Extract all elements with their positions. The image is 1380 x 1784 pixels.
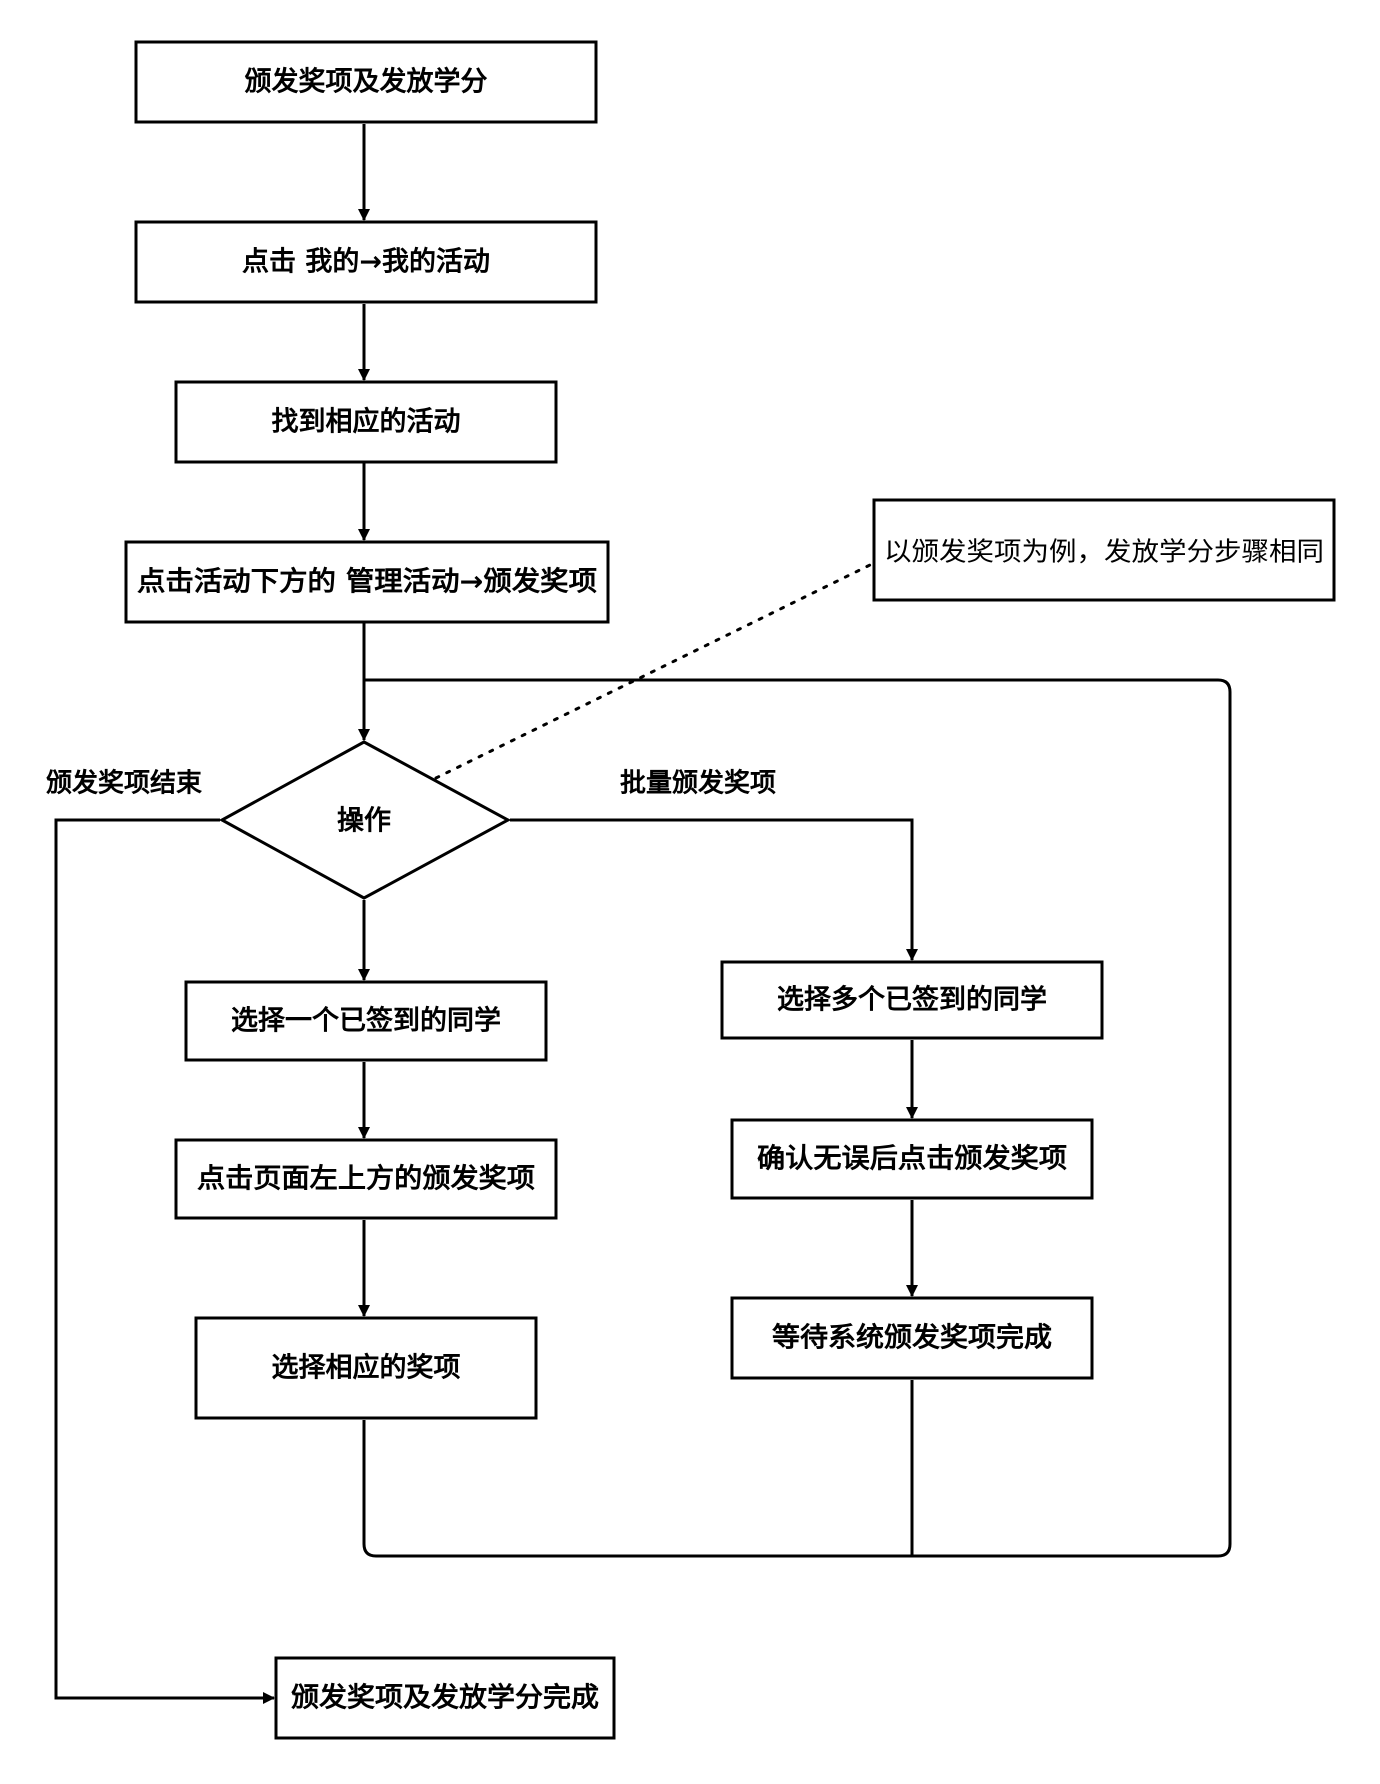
node-confirm: 确认无误后点击颁发奖项 — [730, 1118, 1094, 1200]
node-start: 颁发奖项及发放学分 — [134, 40, 598, 124]
node-click-my-label: 点击 我的→我的活动 — [242, 246, 490, 278]
edge-label-batch-branch: 批量颁发奖项 — [620, 768, 776, 799]
node-manage-label: 点击活动下方的 管理活动→颁发奖项 — [137, 566, 597, 598]
node-wait-label: 等待系统颁发奖项完成 — [772, 1322, 1052, 1354]
node-click-award: 点击页面左上方的颁发奖项 — [174, 1138, 558, 1220]
node-wait: 等待系统颁发奖项完成 — [730, 1296, 1094, 1380]
node-select-award-label: 选择相应的奖项 — [272, 1352, 461, 1384]
node-click-award-label: 点击页面左上方的颁发奖项 — [197, 1163, 535, 1195]
edges — [54, 124, 1232, 1704]
node-start-label: 颁发奖项及发放学分 — [245, 66, 488, 98]
node-find-activity: 找到相应的活动 — [174, 380, 558, 464]
edge-decision-to-done — [54, 818, 275, 1704]
node-done-label: 颁发奖项及发放学分完成 — [291, 1682, 599, 1714]
node-confirm-label: 确认无误后点击颁发奖项 — [757, 1143, 1067, 1175]
node-select-one-label: 选择一个已签到的同学 — [231, 1005, 501, 1037]
note-box: 以颁发奖项为例，发放学分步骤相同 — [872, 498, 1336, 602]
note-connector — [434, 562, 874, 780]
node-select-one: 选择一个已签到的同学 — [184, 980, 548, 1062]
edge-label-end-branch: 颁发奖项结束 — [46, 768, 203, 799]
edge-loop-back — [362, 678, 1232, 1558]
node-decision-label: 操作 — [337, 806, 391, 837]
node-manage: 点击活动下方的 管理活动→颁发奖项 — [124, 540, 610, 624]
node-decision: 操作 — [218, 740, 512, 900]
node-click-my: 点击 我的→我的活动 — [134, 220, 598, 304]
node-done: 颁发奖项及发放学分完成 — [274, 1656, 616, 1740]
note-text: 以颁发奖项为例，发放学分步骤相同 — [884, 538, 1324, 568]
node-select-award: 选择相应的奖项 — [194, 1316, 538, 1420]
node-select-many-label: 选择多个已签到的同学 — [777, 984, 1047, 1016]
node-find-activity-label: 找到相应的活动 — [272, 406, 461, 438]
edge-decision-to-select-many — [510, 818, 918, 961]
node-select-many: 选择多个已签到的同学 — [720, 960, 1104, 1040]
